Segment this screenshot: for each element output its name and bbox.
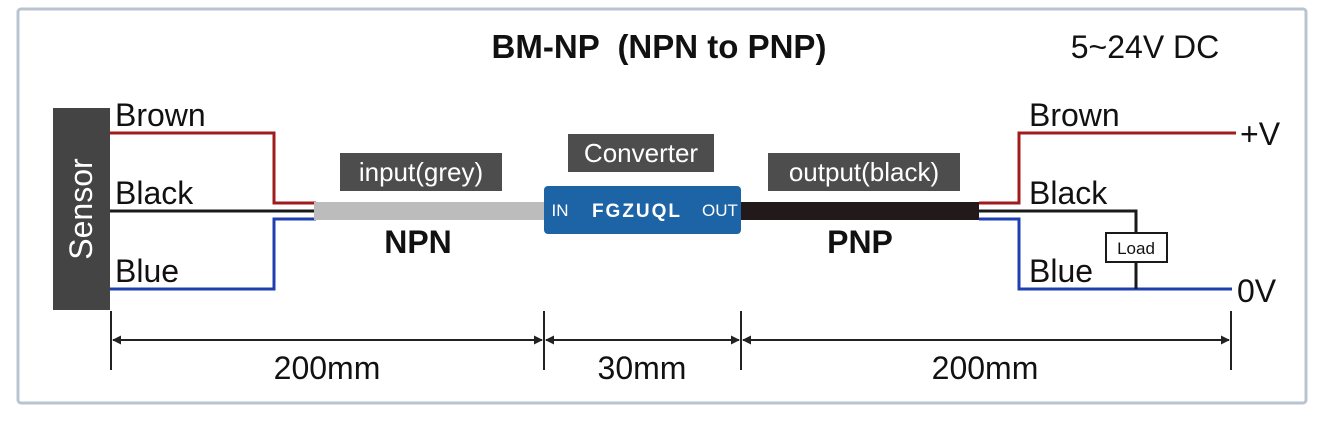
right-black-label: Black <box>1029 175 1108 211</box>
right-blue-label: Blue <box>1029 253 1093 289</box>
load-label: Load <box>1117 239 1155 258</box>
right-brown-label: Brown <box>1029 97 1120 133</box>
middle-length-label: 30mm <box>598 350 687 386</box>
left-black-label: Black <box>115 175 194 211</box>
right-brown-wire <box>979 131 1236 205</box>
right-blue-wire <box>979 217 1232 291</box>
output-cable <box>741 202 979 220</box>
positive-supply-label: +V <box>1240 116 1281 152</box>
converter-tag-box <box>568 134 714 172</box>
supply-voltage: 5~24V DC <box>1071 29 1220 65</box>
converter-body <box>544 186 741 234</box>
sensor-body <box>53 108 110 310</box>
output-tag-box <box>768 153 960 191</box>
output-type-label: PNP <box>827 224 893 260</box>
sensor-label: Sensor <box>63 158 99 260</box>
converter-in-label: IN <box>552 201 569 220</box>
left-blue-wire <box>110 217 316 291</box>
input-tag: input(grey) <box>359 157 483 187</box>
input-type-label: NPN <box>384 224 452 260</box>
diagram-title: BM-NP (NPN to PNP) <box>492 28 827 65</box>
input-tag-box <box>340 153 502 191</box>
right-black-wire <box>979 209 1138 233</box>
output-tag: output(black) <box>789 157 939 187</box>
left-brown-wire <box>110 131 316 205</box>
converter-brand-logo: FGZUQL <box>592 201 682 222</box>
left-brown-label: Brown <box>115 97 206 133</box>
left-blue-label: Blue <box>115 253 179 289</box>
dimension-line <box>110 311 1232 370</box>
zero-volt-label: 0V <box>1237 273 1277 309</box>
converter-tag: Converter <box>584 138 698 168</box>
left-length-label: 200mm <box>274 350 381 386</box>
load-box <box>1105 232 1168 263</box>
input-cable <box>314 202 546 220</box>
converter-out-label: OUT <box>702 201 738 220</box>
right-length-label: 200mm <box>932 350 1039 386</box>
